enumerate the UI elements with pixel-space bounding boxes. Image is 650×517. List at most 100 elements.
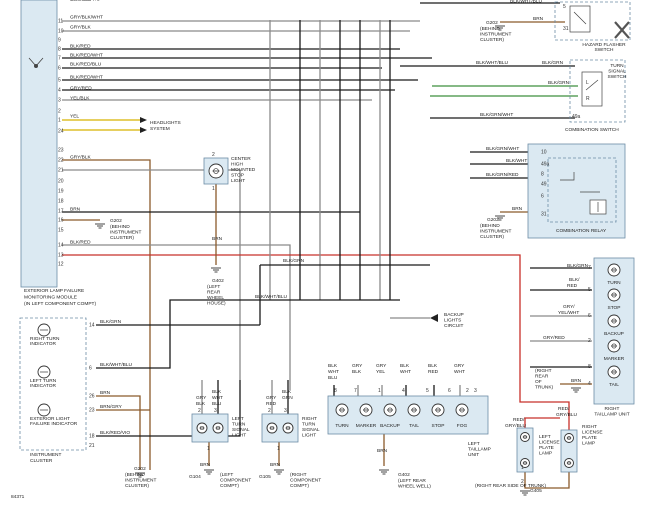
g202-label: G202 — [134, 466, 146, 472]
ground-g202 — [135, 472, 145, 478]
right-license-lamp — [564, 433, 574, 443]
right-turn-signal-label: TURN — [302, 422, 316, 428]
wire-label: BLK/WHT/BLU — [510, 0, 543, 5]
module-pin: 8 — [58, 47, 61, 53]
wire-label: BLK/RED/VIO — [100, 430, 130, 436]
g202-location: (BEHIND — [125, 472, 145, 478]
wire-label: BLK/RED/BLU — [70, 62, 102, 68]
ground-location: COMPONENT — [290, 478, 321, 484]
lamp-core — [285, 425, 291, 431]
pin: 5 — [563, 4, 566, 10]
module-wire — [62, 254, 521, 380]
wire-label: BLK/RED — [70, 240, 91, 246]
wire-label: BLK/GRN/WHT — [486, 146, 519, 152]
ground-location: (LEFT — [220, 472, 233, 478]
indicator-label: EXTERIOR LIGHT — [30, 416, 70, 422]
hazard-switch-body — [569, 5, 591, 33]
lamp-core — [411, 407, 417, 413]
pin: 10 — [541, 150, 547, 156]
close-button[interactable] — [612, 18, 632, 42]
wire-label: BRN/GRY — [70, 0, 93, 3]
instrument-cluster-label: INSTRUMENT — [30, 452, 62, 458]
pin: 14 — [89, 323, 95, 329]
pin: 3 — [474, 388, 477, 394]
module-pin: 16 — [58, 218, 64, 224]
ground-g202 — [95, 223, 105, 229]
ground-location: (RIGHT — [290, 472, 307, 478]
taillamp-bulb — [455, 403, 469, 417]
pin: 31 — [541, 212, 547, 218]
ground-g402 — [379, 469, 389, 475]
ground-location: COMPT) — [220, 483, 239, 489]
wire-label: GRY/BLK — [70, 25, 92, 31]
module-pin: 7 — [58, 56, 61, 62]
wire-label: GRY — [376, 363, 387, 369]
taillamp-bulb — [359, 403, 373, 417]
wire-label: GRY — [196, 395, 207, 401]
wire-label: GRY/BLK/WHT — [70, 15, 103, 21]
wire-label: BRN — [270, 462, 281, 468]
license-wire — [524, 417, 560, 428]
lamp-core — [199, 425, 205, 431]
pin: 49a — [541, 162, 550, 168]
lamp-core — [611, 369, 617, 375]
wire-label: BLK/RED — [70, 44, 91, 50]
instrument-cluster — [19, 317, 87, 451]
wire-label: YEL — [376, 369, 385, 375]
lamp-core — [611, 343, 617, 349]
rear-trunk-label: OF — [535, 379, 542, 385]
module-pin: 15 — [58, 228, 64, 234]
pin: 8 — [588, 364, 591, 370]
wire-label: BLK/GRN — [542, 60, 564, 66]
pin: 1 — [378, 388, 381, 394]
left-turn-signal-label: SIGNAL — [232, 427, 250, 433]
indicator-label: RIGHT TURN — [30, 336, 60, 342]
left-taillamp-label: UNIT — [468, 452, 479, 458]
pin: 2 — [466, 388, 469, 394]
right-license-label: RIGHT — [582, 424, 597, 430]
relay-label: COMBINATION RELAY — [556, 228, 607, 234]
module-symbol — [34, 64, 38, 68]
wire-label: BLK/GRN/RED — [486, 172, 519, 178]
right-turn-signal-label: RIGHT — [302, 416, 317, 422]
wire-label: YEL/BLK — [70, 96, 90, 102]
pin: 7 — [588, 265, 591, 271]
pin: 2 — [198, 408, 201, 414]
wire-label: BLK/GRN — [567, 263, 589, 269]
wire-label: GRY — [352, 363, 363, 369]
figure-id: 84371 — [11, 494, 25, 500]
hazard-label: SWITCH — [595, 47, 614, 53]
pin: 1 — [521, 465, 524, 471]
right-taillamp — [593, 257, 635, 405]
ground-symbol — [204, 469, 214, 475]
g202-label: G202 — [487, 217, 499, 223]
wire-label: WHT — [328, 369, 339, 375]
rear-trunk-label: TRUNK) — [535, 385, 554, 391]
lamp-core — [611, 267, 617, 273]
ground-location: (RIGHT REAR SIDE OF TRUNK) — [475, 483, 546, 489]
ground-label: G105 — [259, 474, 271, 480]
wire-label: BLK/WHT/BLU — [100, 362, 133, 368]
ground-label: G402 — [212, 278, 224, 284]
g202-location: INSTRUMENT — [480, 229, 512, 235]
lamp-core — [459, 407, 465, 413]
wire-label: RED/ — [558, 406, 570, 412]
wire-label: BLK/GRN — [283, 258, 305, 264]
right-tail-function: STOP — [608, 305, 621, 311]
wire-label: BRN — [212, 236, 223, 242]
wire-label: BLK/ — [569, 277, 580, 283]
instrument-cluster-label: CLUSTER — [30, 458, 53, 464]
wire-label: BLK — [400, 363, 410, 369]
module-pin: 9 — [58, 38, 61, 44]
lamp-core — [215, 425, 221, 431]
indicator-label: INDICATOR — [30, 341, 56, 347]
left-license-lamp — [520, 458, 530, 468]
module-pin: 11 — [58, 19, 63, 25]
lamp-core — [213, 168, 219, 174]
left-tail-function: FOG — [457, 423, 468, 429]
left-tail-function: TAIL — [409, 423, 419, 429]
module-wire — [62, 159, 151, 470]
pin: 6 — [541, 194, 544, 200]
arrow — [430, 314, 438, 322]
